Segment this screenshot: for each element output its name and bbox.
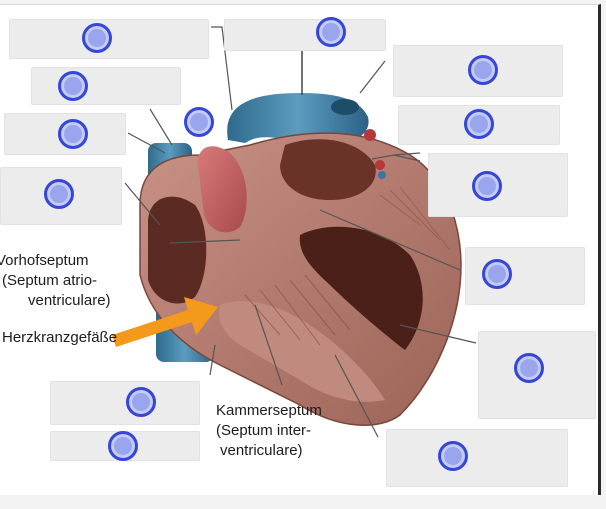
drop-target-3[interactable] bbox=[58, 71, 88, 101]
caption-kammerseptum-latin-2: ventriculare) bbox=[220, 442, 303, 459]
left-atrium-chamber bbox=[280, 139, 376, 200]
drop-target-4[interactable] bbox=[468, 55, 498, 85]
drop-target-14[interactable] bbox=[438, 441, 468, 471]
caption-kammerseptum-latin-1: (Septum inter- bbox=[216, 422, 312, 439]
caption-kammerseptum: Kammerseptum bbox=[216, 402, 322, 419]
caption-vorhofseptum: Vorhofseptum bbox=[0, 252, 89, 269]
heart-illustration bbox=[112, 25, 477, 438]
label-box-11 bbox=[50, 381, 200, 425]
caption-vorhofseptum-latin-1: (Septum atrio- bbox=[2, 272, 98, 289]
drop-target-11[interactable] bbox=[514, 353, 544, 383]
diagram-frame: Vorhofseptum (Septum atrio- ventriculare… bbox=[0, 4, 601, 495]
label-box-2 bbox=[224, 19, 386, 51]
orange-arrow bbox=[112, 297, 218, 347]
drop-target-7[interactable] bbox=[464, 109, 494, 139]
drop-target-9[interactable] bbox=[472, 171, 502, 201]
drop-target-1[interactable] bbox=[82, 23, 112, 53]
drop-target-13[interactable] bbox=[108, 431, 138, 461]
left-ventricle-chamber bbox=[299, 226, 423, 350]
drop-target-12[interactable] bbox=[126, 387, 156, 417]
caption-herzkranzgefaesse: Herzkranzgefäße bbox=[2, 329, 118, 346]
drop-target-10[interactable] bbox=[482, 259, 512, 289]
drop-target-2[interactable] bbox=[316, 17, 346, 47]
caption-vorhofseptum-latin-2: ventriculare) bbox=[28, 292, 111, 309]
drop-target-8[interactable] bbox=[44, 179, 74, 209]
aorta bbox=[197, 146, 247, 233]
right-atrium-chamber bbox=[148, 196, 207, 304]
drop-target-6[interactable] bbox=[184, 107, 214, 137]
label-box-3 bbox=[31, 67, 181, 105]
right-ventricle-chamber bbox=[218, 301, 385, 402]
label-box-13 bbox=[386, 429, 568, 487]
drop-target-5[interactable] bbox=[58, 119, 88, 149]
